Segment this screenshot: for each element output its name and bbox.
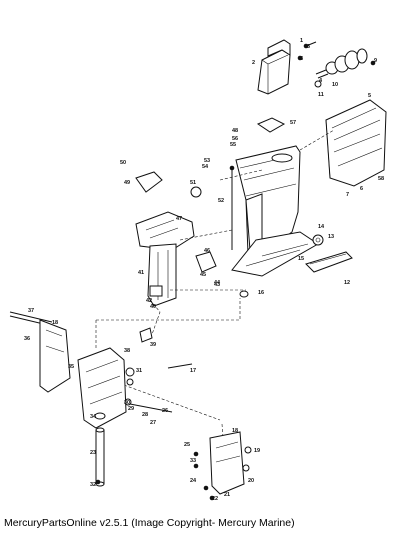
callout-43: 43	[214, 282, 220, 288]
driveshaft-housing	[231, 145, 319, 277]
washer-52	[190, 186, 202, 198]
callout-51: 51	[190, 180, 196, 186]
callout-8: 8	[300, 56, 303, 62]
callout-50: 50	[120, 160, 126, 166]
fasteners-bottom	[95, 451, 215, 501]
tilt-pin-24	[95, 427, 105, 487]
callout-2: 2	[252, 60, 255, 66]
callout-19: 19	[254, 448, 260, 454]
washer-32	[125, 367, 135, 386]
clamp-bracket-right	[209, 431, 252, 495]
callout-10: 10	[332, 82, 338, 88]
callout-17: 17	[190, 368, 196, 374]
callout-37: 37	[28, 308, 34, 314]
callout-44: 44	[214, 280, 221, 286]
callout-27: 27	[150, 420, 156, 426]
small-part-40	[139, 327, 153, 343]
callout-52: 52	[218, 198, 224, 204]
callout-4: 4	[319, 78, 323, 84]
callout-25: 25	[184, 442, 190, 448]
callout-20: 20	[248, 478, 254, 484]
callout-45: 45	[200, 272, 206, 278]
grommet-14	[312, 234, 324, 246]
callout-47: 47	[176, 216, 182, 222]
callout-3: 3	[307, 44, 310, 50]
callout-18: 18	[52, 320, 58, 326]
mount-bracket	[135, 211, 195, 307]
callout-56: 56	[232, 136, 238, 142]
shift-boot	[315, 48, 368, 79]
callout-38: 38	[124, 348, 130, 354]
callout-33: 33	[190, 458, 196, 464]
callout-54: 54	[202, 164, 209, 170]
copyright-caption: MercuryPartsOnline v2.5.1 (Image Copyrig…	[4, 517, 295, 529]
callout-6: 6	[360, 186, 363, 192]
callout-39: 39	[150, 342, 156, 348]
rod-28	[124, 398, 173, 413]
callout-30: 30	[124, 400, 130, 406]
callout-46: 46	[204, 248, 210, 254]
callout-55: 55	[230, 142, 236, 148]
callout-18: 18	[232, 428, 238, 434]
callout-28: 28	[142, 412, 148, 418]
callout-29: 29	[128, 406, 134, 412]
callout-59: 59	[0, 0, 6, 2]
rubber-mount-50	[135, 171, 163, 193]
callout-26: 26	[162, 408, 168, 414]
callout-42: 42	[146, 298, 152, 304]
callout-1: 1	[300, 38, 303, 44]
callout-7: 7	[346, 192, 349, 198]
clamp-bracket-left	[39, 319, 71, 393]
callout-13: 13	[328, 234, 334, 240]
callout-40: 40	[150, 304, 156, 310]
callout-36: 36	[24, 336, 30, 342]
callout-49: 49	[124, 180, 130, 186]
callout-34: 34	[90, 414, 97, 420]
callout-41: 41	[138, 270, 144, 276]
bolt-17	[167, 363, 193, 369]
callout-53: 53	[204, 158, 210, 164]
callout-9: 9	[374, 58, 377, 64]
callout-31: 31	[136, 368, 142, 374]
side-cover	[325, 99, 387, 187]
callout-23: 23	[90, 450, 96, 456]
callout-11: 11	[318, 92, 324, 98]
callout-35: 35	[68, 364, 74, 370]
callout-58: 58	[378, 176, 384, 182]
upper-cowl-bracket	[257, 39, 291, 95]
callout-12: 12	[344, 280, 350, 286]
callout-22: 22	[212, 496, 218, 502]
callout-57: 57	[290, 120, 296, 126]
lower-washer-16	[239, 290, 249, 298]
exhaust-seal	[305, 251, 353, 273]
callout-16: 16	[258, 290, 264, 296]
callout-21: 21	[224, 492, 230, 498]
rubber-pad	[256, 117, 286, 133]
callout-14: 14	[318, 224, 325, 230]
callout-5: 5	[368, 93, 371, 99]
callout-32: 32	[90, 482, 96, 488]
callout-24: 24	[190, 478, 197, 484]
callout-15: 15	[298, 256, 304, 262]
bushing-35	[94, 412, 106, 420]
small-fasteners-top	[297, 41, 376, 88]
callout-48: 48	[232, 128, 238, 134]
block-46	[195, 251, 217, 273]
stud-53	[229, 165, 235, 250]
swivel-bracket	[77, 347, 127, 429]
